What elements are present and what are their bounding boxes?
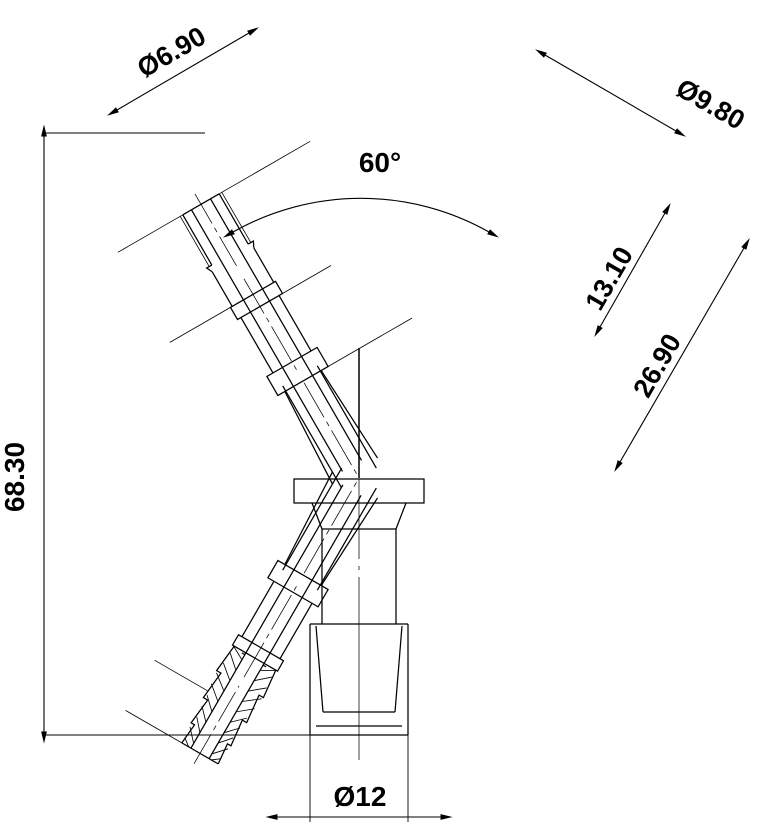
dimension-len-6830: 68.30 xyxy=(0,124,355,744)
dimension-label-ang-60: 60° xyxy=(359,147,401,178)
dimension-label-dia-980: Ø9.80 xyxy=(671,73,750,136)
left-branch xyxy=(125,467,379,765)
dimension-label-len-2690: 26.90 xyxy=(627,329,687,403)
dimension-label-len-6830: 68.30 xyxy=(0,442,30,512)
dimension-dia-980: Ø9.80 xyxy=(535,49,750,137)
dimension-dia-12: Ø12 xyxy=(265,735,453,822)
dimension-len-2690: 26.90 xyxy=(614,238,750,472)
dimension-label-len-1310: 13.10 xyxy=(579,242,639,316)
dimension-dia-690: Ø6.90 xyxy=(107,21,259,116)
right-branch xyxy=(117,140,413,489)
bottom-stem xyxy=(293,478,425,760)
dimension-label-dia-12: Ø12 xyxy=(334,781,387,812)
left-branch-centerline xyxy=(193,685,240,764)
junction-interior xyxy=(358,348,360,478)
angle-arc xyxy=(222,197,500,238)
dimension-len-1310: 13.10 xyxy=(579,203,671,337)
dimension-label-dia-690: Ø6.90 xyxy=(132,21,211,84)
dimension-ang-60: 60° xyxy=(222,147,500,238)
